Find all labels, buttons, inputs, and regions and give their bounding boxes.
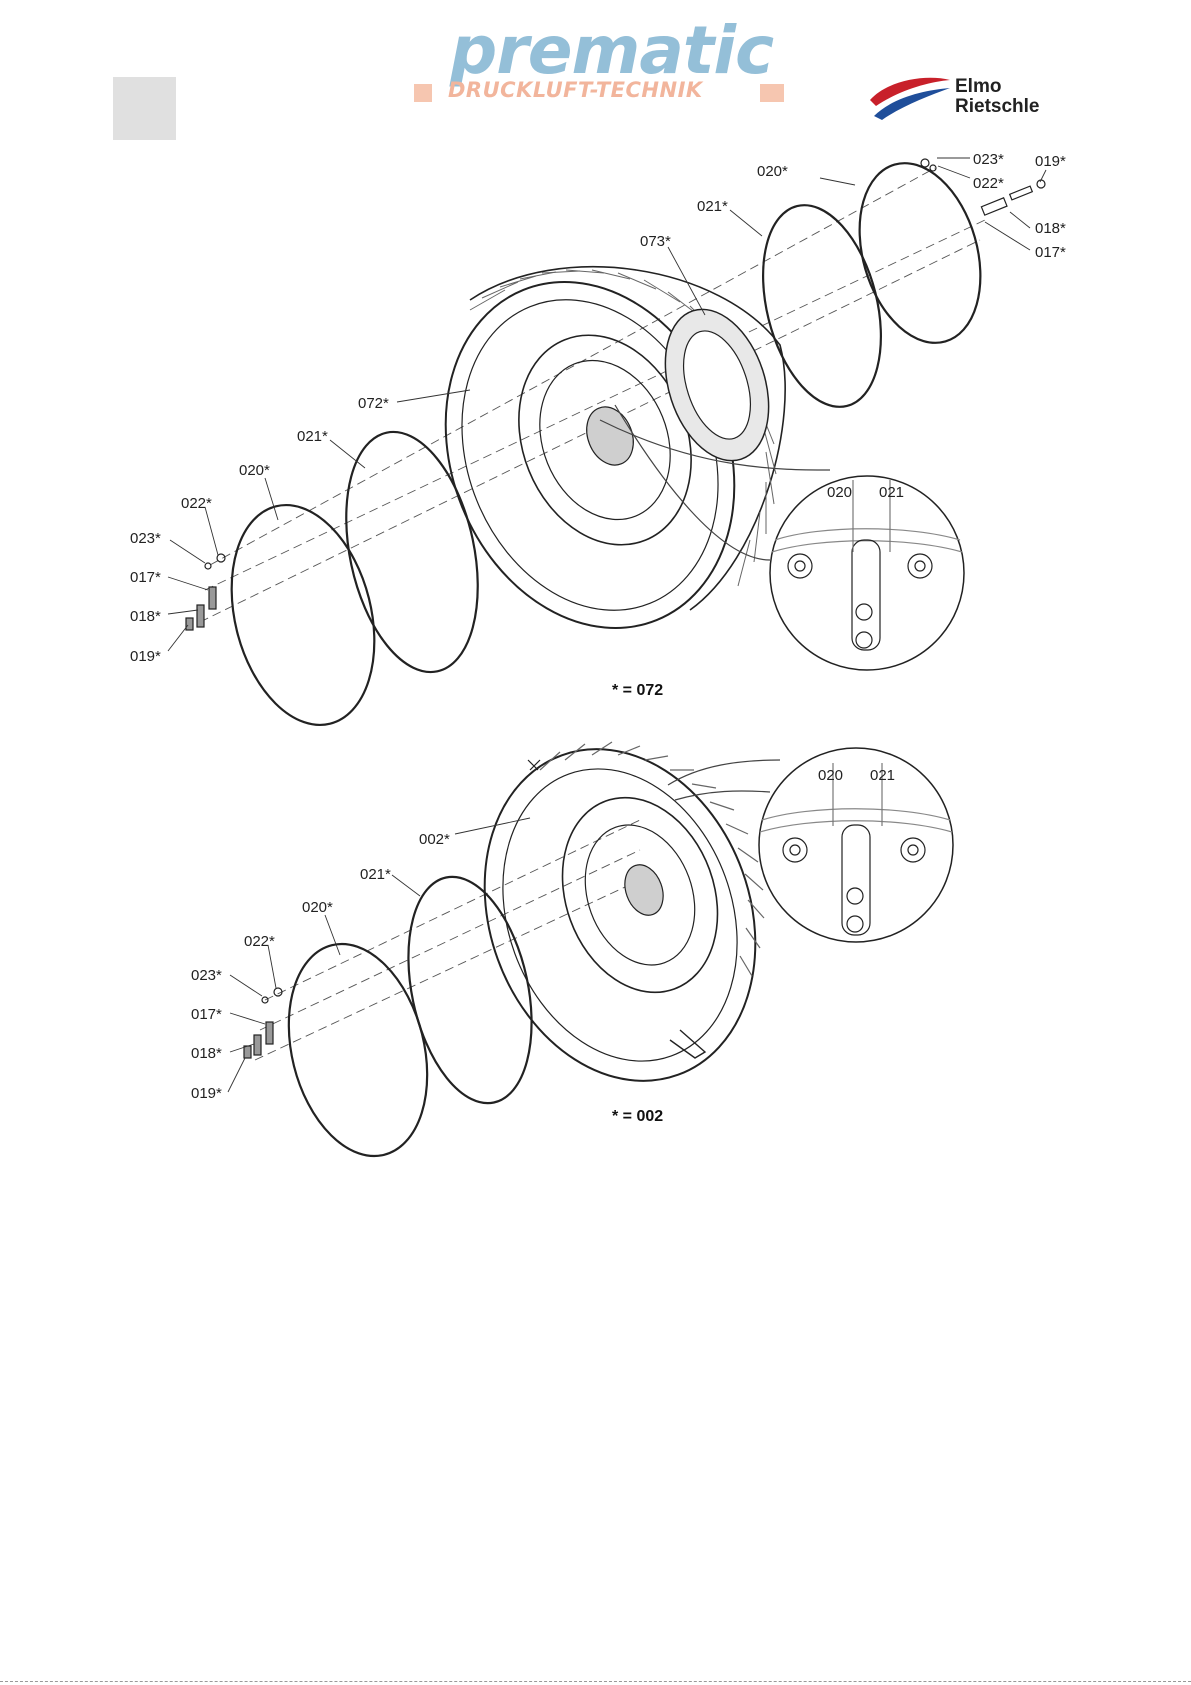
left-fastener-parts: [186, 554, 225, 630]
bottom-explosion-diagram: [228, 711, 953, 1171]
caption-top: * = 072: [612, 682, 663, 699]
housing-fins: [540, 742, 764, 976]
page-bottom-rule: [0, 1681, 1191, 1682]
caption-bottom: * = 002: [612, 1108, 663, 1125]
label-021-bottom: 021*: [360, 866, 391, 883]
label-022-right: 022*: [973, 175, 1004, 192]
label-072: 072*: [358, 395, 389, 412]
label-022-left: 022*: [181, 495, 212, 512]
detail-view-top: [600, 405, 964, 670]
label-019-bottom: 019*: [191, 1085, 222, 1102]
label-018-right: 018*: [1035, 220, 1066, 237]
label-021-right: 021*: [697, 198, 728, 215]
label-023-bottom: 023*: [191, 967, 222, 984]
label-017-right: 017*: [1035, 244, 1066, 261]
ring-021-left: [326, 420, 498, 684]
assembly-axis-lines: [200, 168, 985, 622]
label-020-left: 020*: [239, 462, 270, 479]
label-021-left: 021*: [297, 428, 328, 445]
detail-label-021-top: 021: [879, 484, 904, 501]
label-022-bottom: 022*: [244, 933, 275, 950]
label-020-bottom: 020*: [302, 899, 333, 916]
label-023-right: 023*: [973, 151, 1004, 168]
assembly-axis-lines-bottom: [255, 820, 640, 1060]
detail-label-020-bottom: 020: [818, 767, 843, 784]
label-017-left: 017*: [130, 569, 161, 586]
ring-020-bottom: [268, 929, 448, 1171]
detail-label-020-top: 020: [827, 484, 852, 501]
label-019-left: 019*: [130, 648, 161, 665]
leader-lines-bottom: [228, 818, 530, 1092]
label-073: 073*: [640, 233, 671, 250]
label-018-bottom: 018*: [191, 1045, 222, 1062]
label-020-right: 020*: [757, 163, 788, 180]
ring-021-bottom: [389, 865, 550, 1114]
housing-002: [440, 711, 801, 1119]
label-002: 002*: [419, 831, 450, 848]
label-019-right: 019*: [1035, 153, 1066, 170]
ring-073: [647, 296, 787, 474]
label-018-left: 018*: [130, 608, 161, 625]
detail-label-021-bottom: 021: [870, 767, 895, 784]
label-023-left: 023*: [130, 530, 161, 547]
label-017-bottom: 017*: [191, 1006, 222, 1023]
